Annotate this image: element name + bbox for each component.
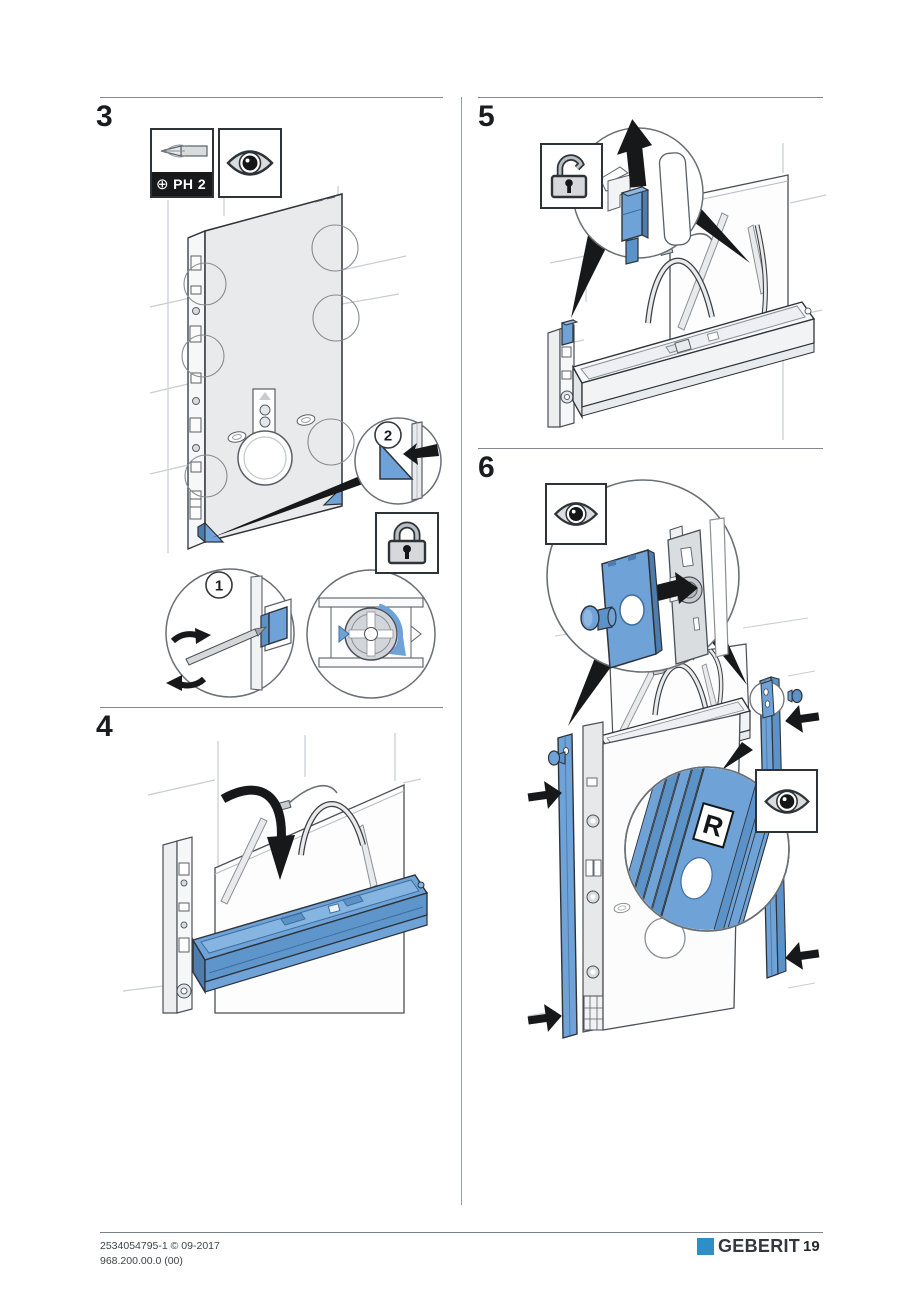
fold-down-arrowhead bbox=[267, 835, 295, 880]
brand-name: GEBERIT bbox=[718, 1236, 801, 1256]
callout-pointer-wedge-right bbox=[684, 203, 750, 263]
step4-illustration bbox=[122, 733, 429, 1014]
visual-check-box-step6b bbox=[755, 769, 818, 833]
callout-pointer-wedge-left bbox=[568, 650, 616, 726]
callout-2-detail: 2 bbox=[354, 417, 442, 505]
press-in-arrows-left bbox=[527, 781, 562, 1032]
geberit-logo-mark-icon bbox=[697, 1238, 714, 1255]
phillips-screwdriver-bit-icon bbox=[152, 130, 212, 172]
step3-number: 3 bbox=[96, 100, 113, 133]
press-in-arrows-right bbox=[785, 704, 820, 970]
side-strip-left bbox=[547, 733, 578, 1039]
visual-check-box-step6a bbox=[545, 483, 607, 545]
fastening-knob bbox=[547, 750, 561, 766]
service-tray bbox=[571, 301, 816, 420]
callout-2-badge: 2 bbox=[384, 428, 392, 445]
tool-size-label: ⊕ PH 2 bbox=[152, 172, 212, 196]
tool-requirement-box: ⊕ PH 2 bbox=[150, 128, 214, 198]
lock-state-box-step5 bbox=[540, 143, 603, 209]
insert-arrow-icon bbox=[403, 443, 439, 465]
rail-orientation-detail: R bbox=[624, 766, 790, 932]
step3-top-rule bbox=[100, 97, 443, 98]
brand-logo: GEBERIT bbox=[697, 1236, 800, 1257]
lock-state-box-step3 bbox=[375, 512, 439, 574]
step5-top-rule bbox=[478, 97, 823, 98]
rail-callout-wedge bbox=[722, 742, 753, 770]
step6-number: 6 bbox=[478, 451, 495, 484]
flush-opening bbox=[237, 388, 293, 486]
step3-illustration: 2 1 bbox=[149, 186, 442, 699]
padlock-closed-icon bbox=[387, 521, 427, 565]
cistern-frame-rear-view bbox=[187, 193, 343, 550]
locking-mechanism-detail bbox=[306, 569, 436, 699]
callout-1-detail: 1 bbox=[165, 568, 295, 698]
callout-pointer-wedge bbox=[211, 463, 391, 538]
step5-illustration bbox=[547, 119, 827, 440]
footer-rule bbox=[100, 1232, 823, 1233]
step4-number: 4 bbox=[96, 710, 113, 743]
step5-number: 5 bbox=[478, 100, 495, 133]
article-code: 968.200.00.0 (00) bbox=[100, 1255, 183, 1268]
insert-arrow-icon bbox=[656, 572, 698, 604]
eye-icon bbox=[553, 502, 599, 526]
visual-check-box-step3 bbox=[218, 128, 282, 198]
service-tray-blue bbox=[191, 874, 429, 995]
callout-1-badge: 1 bbox=[215, 578, 223, 595]
strip-hole-callout bbox=[749, 679, 785, 719]
fold-down-arrow-icon bbox=[220, 785, 286, 844]
phillips-symbol-icon: ⊕ bbox=[156, 176, 170, 193]
side-rail-fittings bbox=[189, 255, 202, 520]
frame-rail bbox=[162, 836, 193, 1014]
unlock-clip-detail bbox=[572, 119, 704, 265]
step6-top-rule bbox=[478, 448, 823, 449]
eye-icon bbox=[226, 150, 274, 176]
screw-point-circles bbox=[181, 224, 360, 498]
callout-pointer-wedge-left bbox=[571, 235, 607, 318]
frame-column bbox=[582, 721, 604, 1033]
fastening-knob-right bbox=[787, 688, 803, 704]
column-divider bbox=[461, 97, 462, 1205]
water-hoses bbox=[276, 784, 366, 856]
frame-rail bbox=[547, 324, 575, 428]
page-number: 19 bbox=[803, 1238, 820, 1255]
document-reference: 2534054795-1 © 09-2017 bbox=[100, 1240, 220, 1252]
step4-top-rule bbox=[100, 707, 443, 708]
pull-up-arrow-icon bbox=[616, 119, 653, 188]
step6-illustration: R bbox=[527, 479, 820, 1039]
footer-reference: 2534054795-1 © 09-2017 968.200.00.0 (00) bbox=[100, 1239, 220, 1269]
locking-clip-on-frame bbox=[560, 319, 579, 346]
padlock-open-icon bbox=[550, 154, 587, 199]
eye-icon bbox=[763, 788, 810, 814]
